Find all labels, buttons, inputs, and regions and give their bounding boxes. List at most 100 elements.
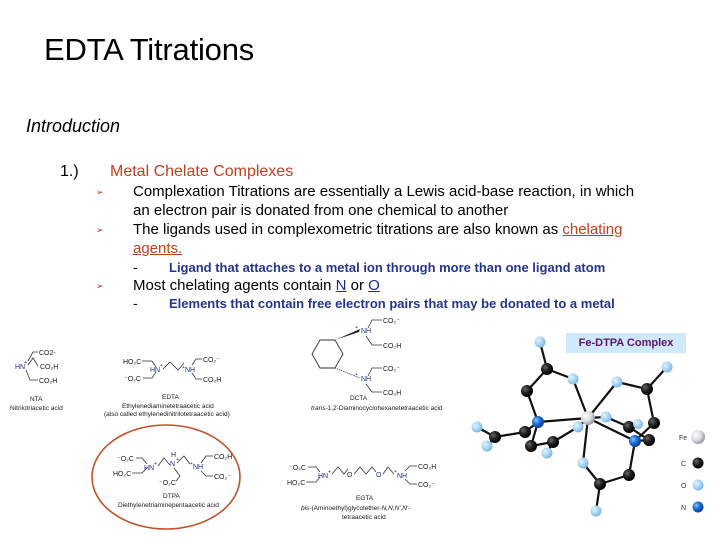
oxygen-atom xyxy=(611,376,623,388)
svg-text:HO₂C: HO₂C xyxy=(123,359,141,366)
svg-text:H: H xyxy=(171,452,176,459)
edta-name: EDTA xyxy=(162,394,180,401)
bullet-2-line-1: The ligands used in complexometric titra… xyxy=(133,220,622,239)
dtpa-highlight-ellipse xyxy=(91,424,241,530)
oxygen-atom xyxy=(471,421,483,433)
egta-name: EGTA xyxy=(356,495,374,502)
dtpa-structure: ⁻O₂C HO₂C HN + H N + ⁻O₂C + NH CO₂H CO₂⁻… xyxy=(113,452,232,509)
legend-c-icon xyxy=(692,457,704,469)
oxygen-atom xyxy=(567,373,579,385)
nta-full-name: Nitrilotriacetic acid xyxy=(10,405,63,412)
svg-text:CO2-: CO2- xyxy=(39,350,56,357)
svg-text:HN: HN xyxy=(144,465,154,472)
svg-text:NH: NH xyxy=(361,376,371,383)
oxygen-atom xyxy=(481,440,493,452)
carbon-atom xyxy=(541,363,553,375)
oxygen-atom xyxy=(572,421,584,433)
sub-dash: - xyxy=(133,295,138,311)
oxygen-atom xyxy=(600,411,612,423)
n-link[interactable]: N xyxy=(335,277,347,294)
edta-structure: HO₂C ⁻O₂C HN + + NH CO₂⁻ CO₂H EDTA Ethyl… xyxy=(104,357,230,418)
atom-legend: Fe C O N xyxy=(679,430,705,513)
svg-text:HO₂C: HO₂C xyxy=(287,480,305,487)
legend-n-icon xyxy=(692,501,704,513)
bullet-1-line-2: an electron pair is donated from one che… xyxy=(133,202,509,219)
svg-text:+: + xyxy=(355,325,358,331)
carbon-atom xyxy=(489,431,501,443)
oxygen-atom xyxy=(541,447,553,459)
bullet-3-line-1: Most chelating agents contain N or O xyxy=(133,276,380,295)
oxygen-atom xyxy=(577,457,589,469)
o-link[interactable]: O xyxy=(368,277,380,294)
svg-text:⁻O₂C: ⁻O₂C xyxy=(159,480,176,487)
svg-text:+: + xyxy=(182,365,185,371)
egta-structure: ⁻O₂C HO₂C HN + O O + NH CO₂H CO₂⁻ EGTA b… xyxy=(287,464,436,521)
electron-pair-definition: Elements that contain free electron pair… xyxy=(169,296,615,311)
svg-text:CO₂H: CO₂H xyxy=(203,377,221,384)
agents-link[interactable]: agents. xyxy=(133,240,183,257)
nta-structure: HN + CO2- CO₂H CO₂H NTA Nitrilotriacetic… xyxy=(10,350,63,412)
carbon-atom xyxy=(648,417,660,429)
svg-text:⁻O₂C: ⁻O₂C xyxy=(124,376,141,383)
svg-text:O: O xyxy=(376,472,382,479)
or-text: or xyxy=(346,277,369,294)
oxygen-atom xyxy=(633,419,643,429)
carbon-atom xyxy=(547,436,559,448)
dcta-full-name: trans-1,2-Diaminocyclohexanetetraacetic … xyxy=(311,405,443,412)
carbon-atom xyxy=(643,434,655,446)
svg-text:NH: NH xyxy=(361,328,371,335)
svg-text:CO₂H: CO₂H xyxy=(214,454,232,461)
dtpa-name: DTPA xyxy=(163,493,181,500)
svg-text:HN: HN xyxy=(150,367,160,374)
figure-label: Fe-DTPA Complex xyxy=(566,333,686,353)
svg-text:CO₂H: CO₂H xyxy=(39,378,57,385)
dcta-structure: + NH CO₂⁻ CO₂H + NH CO₂⁻ CO₂H DCTA trans… xyxy=(311,318,443,412)
carbon-atom xyxy=(521,385,533,397)
svg-text:CO₂⁻: CO₂⁻ xyxy=(383,366,400,373)
carbon-atom xyxy=(525,440,537,452)
svg-text:CO₂⁻: CO₂⁻ xyxy=(203,357,220,364)
dtpa-full-name: Diethylenetriaminepentaacetic acid xyxy=(118,502,219,509)
carbon-atom xyxy=(594,478,606,490)
section-label: Introduction xyxy=(26,116,121,136)
svg-text:+: + xyxy=(24,360,27,366)
svg-text:⁻O₂C: ⁻O₂C xyxy=(117,456,134,463)
svg-text:+: + xyxy=(328,469,331,475)
svg-text:NH: NH xyxy=(397,473,407,480)
bullet-2-line-2: agents. xyxy=(133,239,182,258)
slide-title: EDTA Titrations xyxy=(44,32,255,67)
fe-dtpa-molecule-model: Fe C O N xyxy=(471,336,705,517)
svg-text:CO₂⁻: CO₂⁻ xyxy=(418,482,435,489)
dcta-name: DCTA xyxy=(350,395,368,402)
carbon-atom xyxy=(519,426,531,438)
carbon-atom xyxy=(623,469,635,481)
svg-text:CO₂H: CO₂H xyxy=(418,464,436,471)
carbon-atom xyxy=(641,383,653,395)
carbon-atom xyxy=(623,421,635,433)
svg-text:NH: NH xyxy=(185,367,195,374)
legend-o-label: O xyxy=(681,483,687,490)
item-number: 1.) xyxy=(60,163,79,180)
svg-text:+: + xyxy=(154,461,157,467)
bullet-1-line-1: Complexation Titrations are essentially … xyxy=(133,183,635,200)
svg-text:CO₂H: CO₂H xyxy=(383,343,401,350)
svg-text:+: + xyxy=(176,457,179,463)
bullet-3-text: Most chelating agents contain xyxy=(133,277,336,294)
chelating-definition: Ligand that attaches to a metal ion thro… xyxy=(169,260,606,275)
item-heading: Metal Chelate Complexes xyxy=(110,163,294,180)
oxygen-atom xyxy=(534,336,546,348)
nitrogen-atom xyxy=(532,416,544,428)
legend-fe-icon xyxy=(691,430,705,444)
egta-full-name-line2: tetraacetic acid xyxy=(342,514,386,521)
oxygen-atom xyxy=(590,505,602,517)
svg-text:CO₂⁻: CO₂⁻ xyxy=(383,318,400,325)
svg-text:HN: HN xyxy=(318,473,328,480)
egta-full-name: bis-(Aminoethyl)glycolether-N,N,N',N'- xyxy=(301,505,410,512)
legend-o-icon xyxy=(692,479,704,491)
nta-name: NTA xyxy=(30,396,43,403)
svg-text:+: + xyxy=(190,461,193,467)
svg-text:⁻O₂C: ⁻O₂C xyxy=(289,465,306,472)
svg-text:CO₂H: CO₂H xyxy=(40,364,58,371)
legend-n-label: N xyxy=(681,505,686,512)
chelating-link[interactable]: chelating xyxy=(562,221,623,238)
